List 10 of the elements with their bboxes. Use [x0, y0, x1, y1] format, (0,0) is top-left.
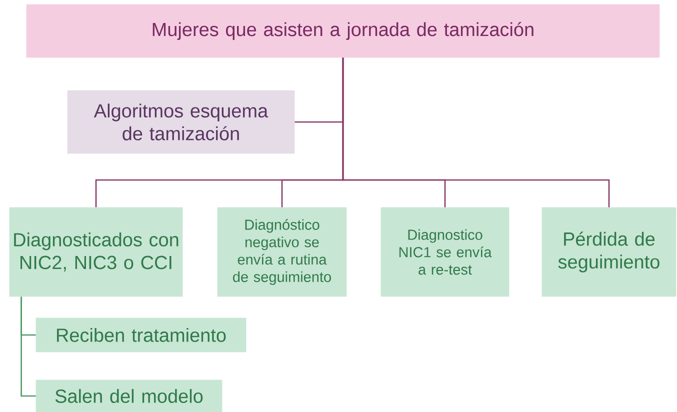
- connector-line: [342, 58, 610, 208]
- outcome-box: Diagnosticados con NIC2, NIC3 o CCI: [9, 207, 183, 297]
- title-box: Mujeres que asisten a jornada de tamización: [26, 4, 660, 58]
- outcome-box: Diagnóstico negativo se envía a rutina de seguimiento: [217, 207, 347, 297]
- outcome-box: Pérdida de seguimiento: [542, 207, 676, 297]
- outcome-box: Diagnostico NIC1 se envía a re-test: [380, 207, 510, 297]
- process-box: Algoritmos esquema de tamización: [67, 90, 295, 154]
- connector-line: [20, 296, 36, 397]
- outcome-box: Salen del modelo: [36, 380, 222, 412]
- outcome-box: Reciben tratamiento: [36, 318, 246, 352]
